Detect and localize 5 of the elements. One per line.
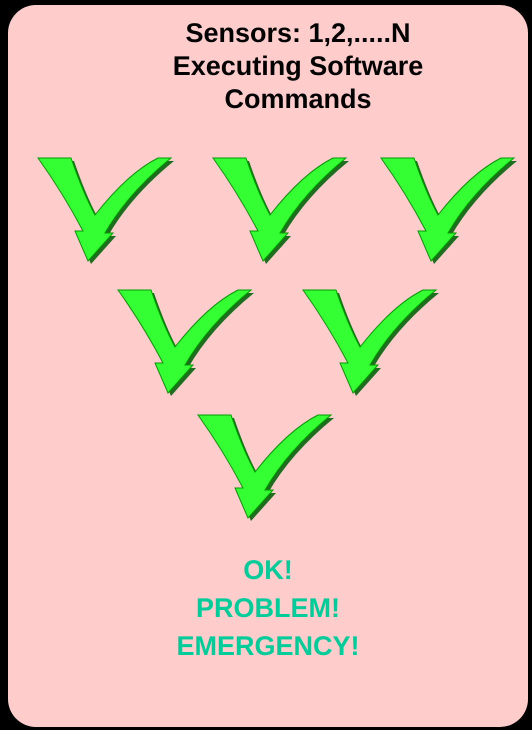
panel-title: Sensors: 1,2,.....N Executing Software Commands (172, 17, 424, 116)
status-text: EMERGENCY! (175, 630, 360, 663)
status-text: PROBLEM! (195, 592, 341, 625)
status-text: OK! (242, 554, 294, 587)
rounded-panel (8, 5, 528, 727)
